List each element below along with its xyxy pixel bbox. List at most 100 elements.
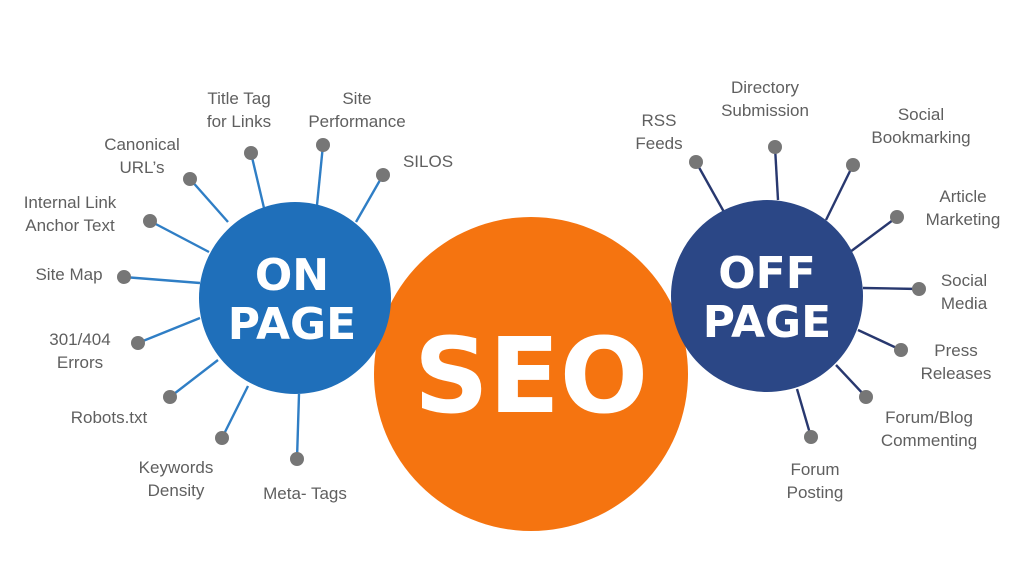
off-page-item-label-line: Article (939, 187, 986, 206)
off-page-item-label-line: Feeds (635, 134, 682, 153)
off-page-item-label-line: Social (941, 271, 987, 290)
on-page-item-label-line: Site (342, 89, 371, 108)
on-page-spoke-dot (143, 214, 157, 228)
on-page-item-label-line: Anchor Text (25, 216, 115, 235)
off-page-item-label-line: Releases (921, 364, 992, 383)
on-page-item-label-line: URL’s (119, 158, 164, 177)
on-page-spoke-dot (316, 138, 330, 152)
off-page-spoke-dot (894, 343, 908, 357)
off-page-spoke-dot (689, 155, 703, 169)
on-page-item-label-line: Meta- Tags (263, 484, 347, 503)
on-page-item-label: SILOS (403, 152, 453, 171)
off-page-spoke-dot (846, 158, 860, 172)
on-page-item-label-line: for Links (207, 112, 271, 131)
off-page-item-label-line: Press (934, 341, 977, 360)
off-page-title-line2: PAGE (703, 297, 831, 348)
off-page-item-label: RSS Feeds (635, 111, 682, 153)
on-page-item-label: Site Map (35, 265, 102, 284)
on-page-item-label-line: Density (148, 481, 205, 500)
on-page-spoke-line (149, 219, 210, 254)
on-page-item-label-line: 301/404 (49, 330, 110, 349)
on-page-spoke-line (123, 275, 201, 285)
off-page-spoke-line (862, 286, 920, 291)
seo-circle (374, 217, 688, 531)
off-page-item-label-line: RSS (642, 111, 677, 130)
off-page-spoke-dot (890, 210, 904, 224)
off-page-item-label-line: Submission (721, 101, 809, 120)
on-page-spoke-line (137, 316, 201, 345)
off-page-item-label-line: Social (898, 105, 944, 124)
off-page-item-label-line: Bookmarking (871, 128, 970, 147)
on-page-item-label-line: Internal Link (24, 193, 117, 212)
off-page-spoke-dot (804, 430, 818, 444)
on-page-circle (199, 202, 391, 394)
on-page-title-line1: ON (255, 250, 329, 301)
on-page-item-label-line: Robots.txt (71, 408, 148, 427)
on-page-spoke-line (249, 152, 266, 209)
on-page-spoke-line (354, 174, 385, 223)
off-page-item-label-line: Marketing (926, 210, 1001, 229)
off-page-item-label-line: Media (941, 294, 988, 313)
off-page-spoke-line (773, 146, 780, 201)
on-page-item-label-line: Keywords (139, 458, 214, 477)
off-page-item-label-line: Commenting (881, 431, 977, 450)
off-page-spoke-line (795, 388, 813, 438)
on-page-spoke-line (189, 178, 229, 223)
on-page-item-label-line: Performance (308, 112, 405, 131)
on-page-spoke-dot (290, 452, 304, 466)
off-page-spoke-dot (859, 390, 873, 404)
off-page-title-line1: OFF (718, 248, 816, 299)
on-page-item-label-line: Title Tag (207, 89, 270, 108)
on-page-spoke-line (169, 359, 219, 398)
off-page-item-label-line: Posting (787, 483, 844, 502)
on-page-spoke-dot (215, 431, 229, 445)
on-page-spoke-line (220, 385, 250, 439)
seo-title: SEO (414, 315, 648, 437)
on-page-spoke-dot (131, 336, 145, 350)
on-page-spoke-line (295, 393, 301, 460)
on-page-spoke-dot (376, 168, 390, 182)
off-page-item-label-line: Forum/Blog (885, 408, 973, 427)
on-page-spoke-dot (244, 146, 258, 160)
off-page-circle (671, 200, 863, 392)
on-page-spoke-line (315, 144, 325, 206)
on-page-item-label-line: SILOS (403, 152, 453, 171)
on-page-item-label: Title Tag for Links (207, 89, 271, 131)
on-page-title-line2: PAGE (228, 299, 356, 350)
on-page-spoke-dot (163, 390, 177, 404)
on-page-item-label: Robots.txt (71, 408, 148, 427)
on-page-spoke-dot (183, 172, 197, 186)
off-page-item-label-line: Directory (731, 78, 800, 97)
off-page-spoke-dot (768, 140, 782, 154)
on-page-item-label-line: Errors (57, 353, 103, 372)
on-page-item-label: Meta- Tags (263, 484, 347, 503)
on-page-item-label-line: Canonical (104, 135, 180, 154)
off-page-spoke-line (694, 161, 726, 213)
off-page-spoke-line (857, 328, 902, 352)
on-page-spoke-dot (117, 270, 131, 284)
on-page-spokes (117, 138, 390, 466)
off-page-spoke-line (824, 164, 855, 221)
off-page-spoke-dot (912, 282, 926, 296)
off-page-spoke-line (849, 216, 898, 253)
off-page-item-label-line: Forum (790, 460, 839, 479)
off-page-spoke-line (835, 364, 867, 398)
off-page-spokes (689, 140, 926, 444)
on-page-item-label-line: Site Map (35, 265, 102, 284)
